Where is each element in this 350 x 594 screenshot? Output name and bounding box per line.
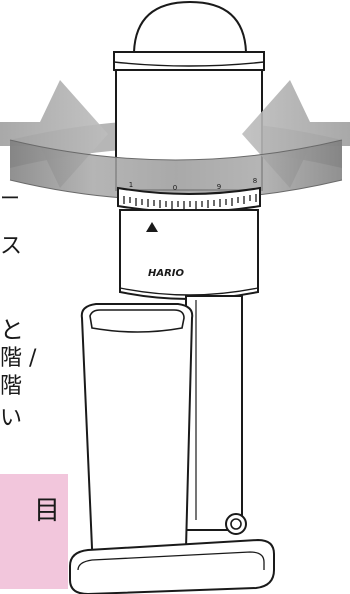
dial-ticks bbox=[123, 194, 257, 209]
dial-mark-0: 0 bbox=[173, 184, 177, 192]
text-fragment-2: ス bbox=[0, 234, 23, 259]
grounds-container bbox=[80, 303, 194, 561]
hario-logo: HARIO bbox=[148, 268, 185, 279]
dial-indicator-triangle-icon bbox=[146, 222, 158, 232]
text-fragment-1: ー bbox=[0, 186, 20, 210]
dial-mark-8: 8 bbox=[253, 177, 257, 185]
pink-panel-label: 目 bbox=[34, 496, 61, 526]
pink-highlight-panel bbox=[0, 474, 68, 589]
hopper-dome bbox=[132, 0, 248, 53]
text-fragment-4: 階 / bbox=[0, 346, 37, 371]
grinder-housing bbox=[119, 209, 259, 300]
text-fragment-6: い bbox=[0, 406, 23, 431]
text-fragment-5: 階 bbox=[0, 374, 23, 399]
stand-column bbox=[185, 295, 243, 531]
text-fragment-3: と bbox=[0, 316, 24, 344]
container-rim bbox=[89, 309, 185, 333]
dial-mark-9: 9 bbox=[217, 183, 221, 191]
dial-mark-1: 1 bbox=[129, 181, 133, 189]
